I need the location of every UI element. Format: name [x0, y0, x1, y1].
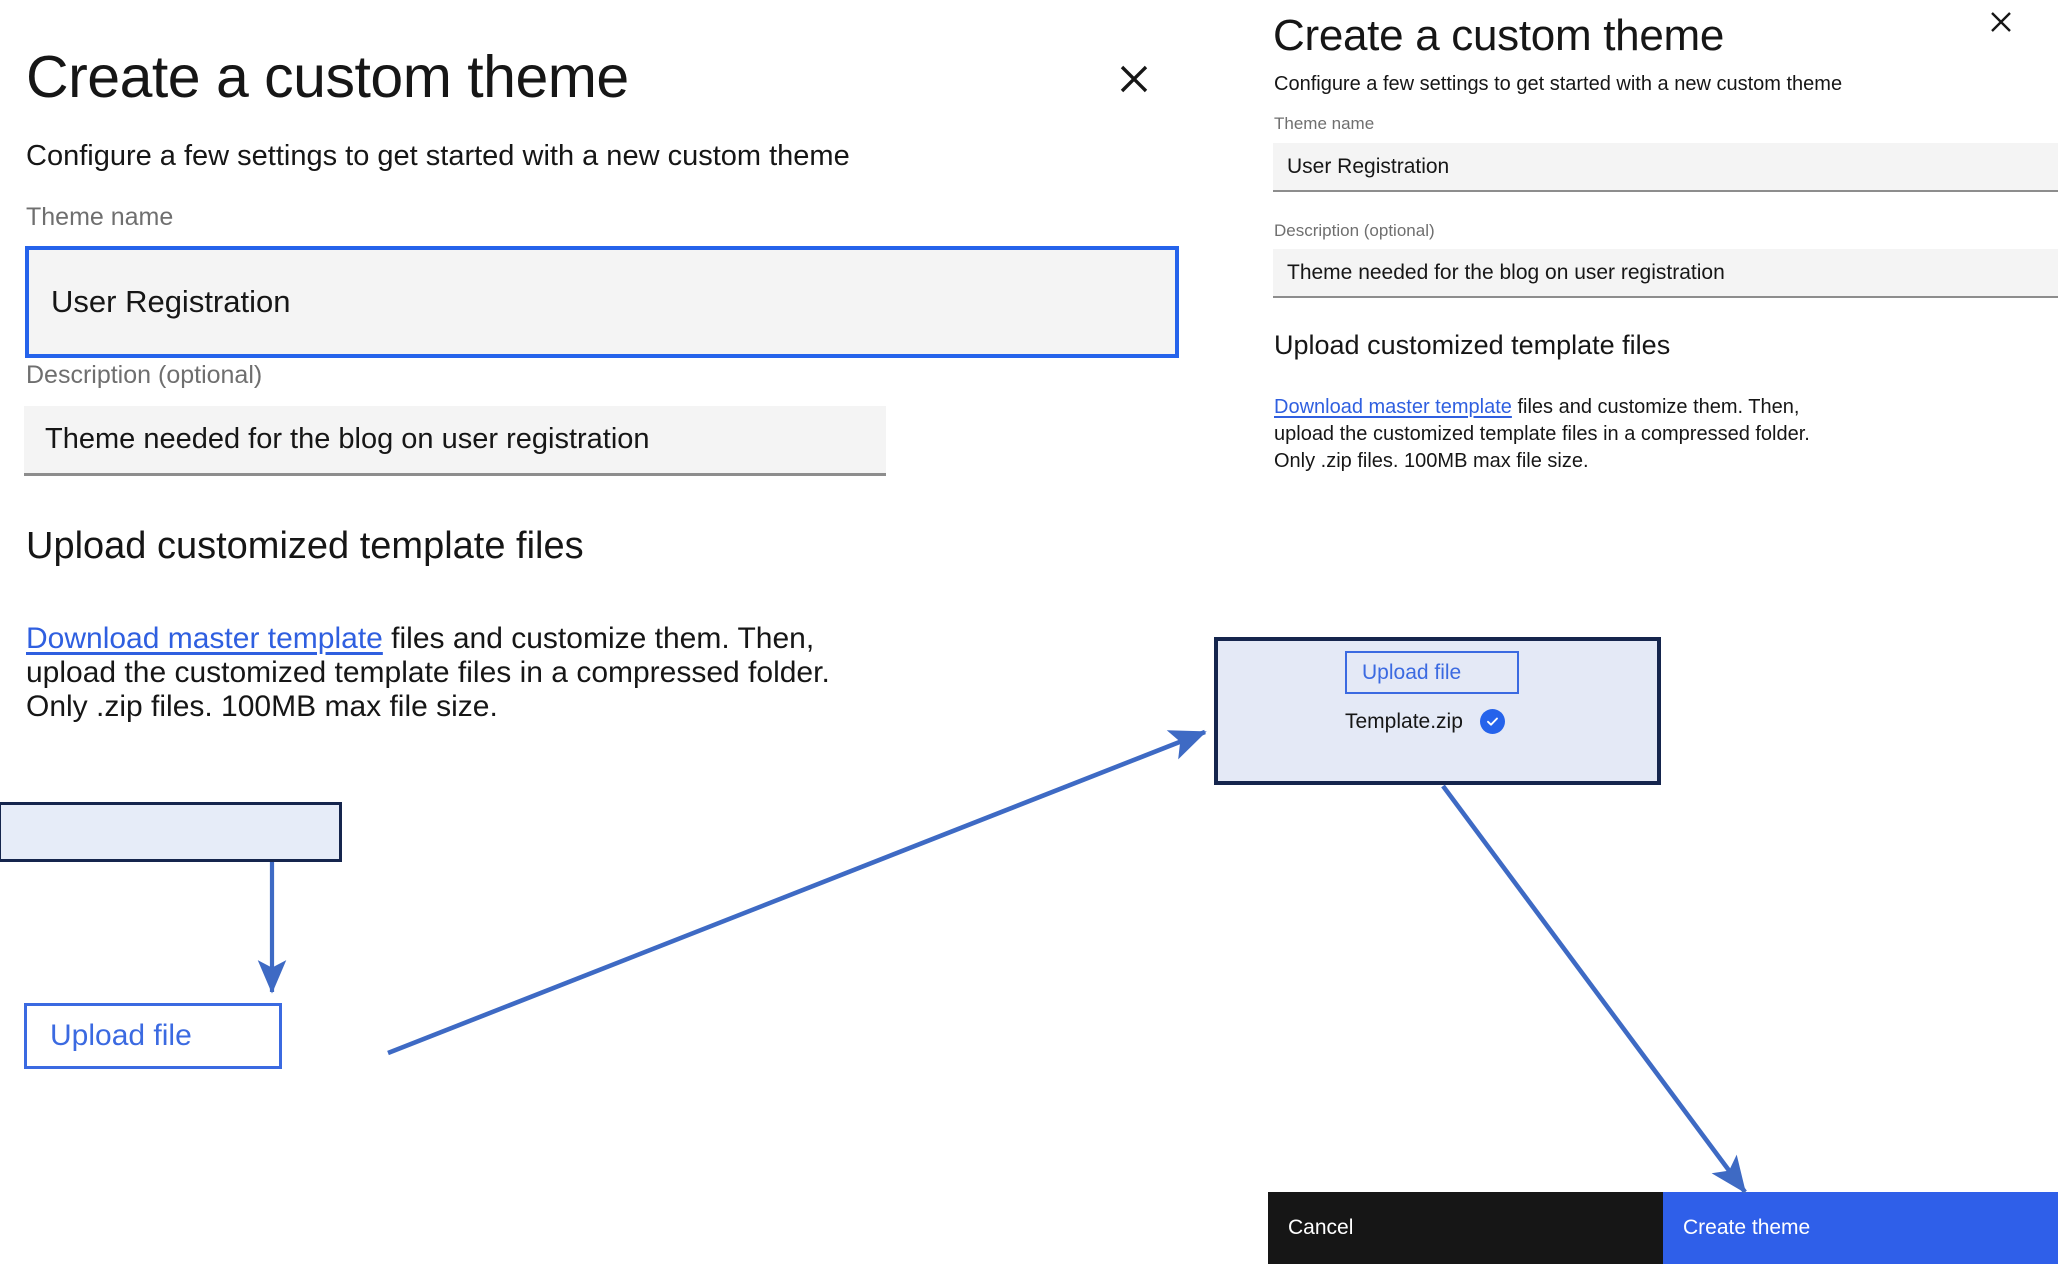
close-icon[interactable] — [1982, 3, 2020, 41]
modal-footer: Cancel Create theme — [1268, 1192, 2058, 1264]
download-master-template-link[interactable]: Download master template — [26, 622, 383, 655]
highlight-box-upload-area — [1214, 637, 1661, 785]
upload-section-heading: Upload customized template files — [1274, 330, 1671, 360]
upload-help-text: Download master template files and custo… — [1274, 394, 1836, 474]
upload-success-check-icon[interactable] — [1479, 709, 1505, 734]
close-icon[interactable] — [1110, 55, 1158, 103]
modal-subtitle: Configure a few settings to get started … — [1274, 73, 1843, 95]
page-title: Create a custom theme — [26, 44, 629, 110]
upload-file-button[interactable]: Upload file — [1345, 651, 1519, 694]
upload-help-rest: files and customize them. Then, upload t… — [1274, 396, 1810, 472]
create-theme-button[interactable]: Create theme — [1663, 1192, 2058, 1264]
upload-help-rest: files and customize them. Then, upload t… — [26, 622, 830, 724]
description-input[interactable]: Theme needed for the blog on user regist… — [1273, 249, 2058, 298]
uploaded-file-name: Template.zip — [1345, 709, 1463, 733]
modal-dialog: Create a custom theme Configure a few se… — [1214, 0, 2058, 1264]
theme-name-input[interactable]: User Registration — [1273, 143, 2058, 192]
highlight-box-download-link — [0, 802, 342, 862]
theme-name-input[interactable]: User Registration — [25, 246, 1179, 358]
theme-name-label: Theme name — [26, 203, 174, 231]
uploaded-file-item: Template.zip — [1345, 709, 1505, 734]
upload-help-text: Download master template files and custo… — [26, 622, 854, 725]
modal-title: Create a custom theme — [1273, 11, 1725, 60]
upload-file-button[interactable]: Upload file — [24, 1003, 282, 1069]
description-label: Description (optional) — [1274, 221, 1435, 240]
modal-subtitle: Configure a few settings to get started … — [26, 140, 850, 172]
upload-section-heading: Upload customized template files — [26, 525, 584, 567]
magnified-modal-view: Create a custom theme Configure a few se… — [0, 44, 1179, 1069]
download-master-template-link[interactable]: Download master template — [1274, 396, 1512, 418]
description-input[interactable]: Theme needed for the blog on user regist… — [24, 406, 886, 476]
cancel-button[interactable]: Cancel — [1268, 1192, 1663, 1264]
theme-name-label: Theme name — [1274, 114, 1375, 133]
description-label: Description (optional) — [26, 361, 263, 389]
